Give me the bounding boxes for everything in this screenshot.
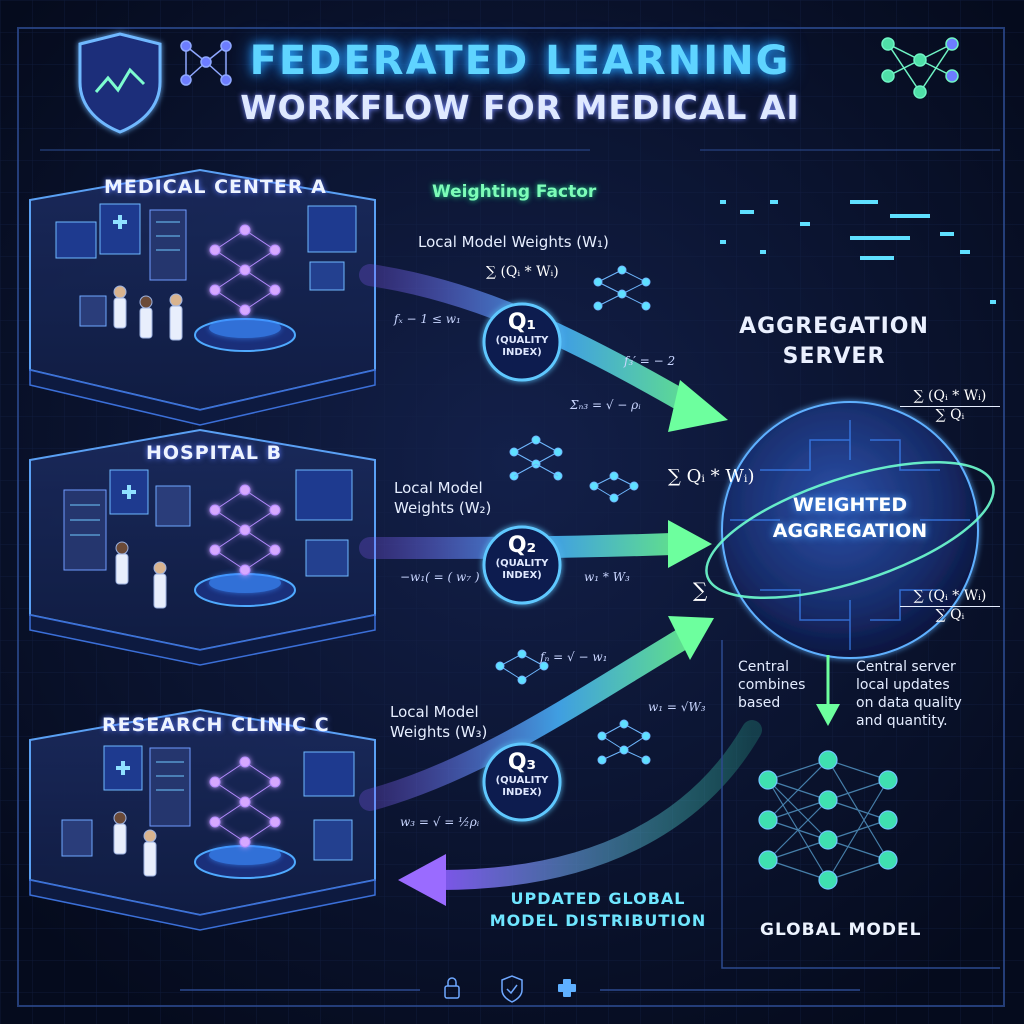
quality-badge-3-text: Q₃ (QUALITY INDEX) [487,750,557,799]
lock-icon [444,977,460,999]
weighted-aggregation-label: WEIGHTED AGGREGATION [740,492,960,544]
formula-c3: w₃ = √ = ½ρᵢ [400,815,480,829]
quality-index-3: Q₃ [507,750,537,775]
arrow-distribution-return [398,720,762,906]
quality-index-1-sub1: (QUALITY [495,335,549,346]
weights-label-3-line2: Weights (W₃) [390,723,488,741]
mini-network-1 [593,265,651,311]
formula-fraction-bottom: ∑ (Qᵢ * Wᵢ) ∑ Qᵢ [900,588,1000,623]
quality-index-2: Q₂ [507,533,537,558]
hologram-network-c [209,756,281,848]
fraction-bottom-den: ∑ Qᵢ [935,607,965,623]
site-label-a: MEDICAL CENTER A [104,176,327,198]
fraction-top-den: ∑ Qᵢ [935,407,965,423]
quality-index-3-sub1: (QUALITY [495,775,549,786]
server-title: AGGREGATION SERVER [714,312,954,372]
quality-badge-2 [482,525,562,605]
mini-network-2 [509,435,563,481]
formula-b1: −w₁( = ( w₇ ) [400,570,480,584]
site-label-b: HOSPITAL B [146,442,283,464]
title-line-1: FEDERATED LEARNING [249,38,791,84]
formula-sum-center: ∑ Qᵢ * Wᵢ) [668,466,755,487]
weighting-factor-label: Weighting Factor [432,182,597,202]
check-shield-icon [501,975,523,1003]
shield-icon [78,32,162,134]
quality-index-2-sub2: INDEX) [502,570,542,581]
title-line-2: WORKFLOW FOR MEDICAL AI [240,88,800,127]
site-panel-c [29,708,376,931]
distribution-line1: UPDATED GLOBAL [510,889,686,908]
weights-label-3: Local Model Weights (W₃) [390,702,487,742]
hologram-network-a [209,224,281,316]
server-title-line1: AGGREGATION [739,314,929,339]
mini-network-3 [589,471,639,503]
note-right-line1: Central server [856,659,956,675]
note-left-line2: combines [738,677,806,693]
formula-sum-left: ∑ [693,578,708,602]
formula-sum-top: ∑ (Qᵢ * Wᵢ) [486,264,559,280]
note-right-line2: local updates [856,677,950,693]
global-model-panel [721,640,1000,969]
network-icon-left [180,40,232,86]
quality-index-1-sub2: INDEX) [502,347,542,358]
aggregation-sphere [705,401,995,659]
formula-b2: w₁ * W₃ [584,570,630,584]
medical-cross-icon [558,979,576,997]
quality-badge-3 [482,742,562,822]
weights-label-2-line1: Local Model [394,479,483,497]
data-dots [720,200,996,304]
formula-a2: f₃′ = − 2 [624,354,676,368]
weights-label-2: Local Model Weights (W₂) [394,478,491,518]
note-left-line1: Central [738,659,789,675]
quality-index-3-sub2: INDEX) [502,787,542,798]
note-left: Central combines based [738,658,805,712]
note-left-line3: based [738,695,781,711]
formula-c2: w₁ = √W₃ [648,700,706,714]
server-title-line2: SERVER [782,344,886,369]
quality-badge-1 [482,302,562,382]
note-right: Central server local updates on data qua… [856,658,962,730]
formula-fraction-top: ∑ (Qᵢ * Wᵢ) ∑ Qᵢ [900,388,1000,423]
site-panel-a [29,168,376,426]
site-panel-b [29,428,376,666]
weights-label-1: Local Model Weights (W₁) [418,233,609,251]
weighted-aggregation-line1: WEIGHTED [792,494,908,516]
quality-index-2-sub1: (QUALITY [495,558,549,569]
hologram-network-b [209,484,281,576]
formula-c1: fₙ = √ − w₁ [540,650,608,664]
weighted-aggregation-line2: AGGREGATION [772,520,928,542]
fraction-bottom-num: ∑ (Qᵢ * Wᵢ) [900,588,1000,607]
mini-network-4 [495,649,549,685]
global-model-label: GLOBAL MODEL [760,920,922,940]
network-icon-right [881,37,959,99]
global-model-network [758,750,898,890]
note-right-line4: and quantity. [856,713,948,729]
quality-badge-1-text: Q₁ (QUALITY INDEX) [487,310,557,359]
quality-index-1: Q₁ [507,310,537,335]
distribution-line2: MODEL DISTRIBUTION [489,911,707,930]
quality-badge-2-text: Q₂ (QUALITY INDEX) [487,533,557,582]
weights-label-2-line2: Weights (W₂) [394,499,492,517]
mini-network-5 [597,719,651,765]
formula-a1: fₓ − 1 ≤ w₁ [394,312,461,326]
formula-a3: Σₙ₃ = √ − ρᵢ [570,398,641,412]
weights-label-3-line1: Local Model [390,703,479,721]
distribution-label: UPDATED GLOBAL MODEL DISTRIBUTION [478,888,718,932]
note-right-line3: on data quality [856,695,962,711]
arrow-site-c-to-server [359,616,714,811]
site-label-c: RESEARCH CLINIC C [102,714,330,736]
fraction-top-num: ∑ (Qᵢ * Wᵢ) [900,388,1000,407]
